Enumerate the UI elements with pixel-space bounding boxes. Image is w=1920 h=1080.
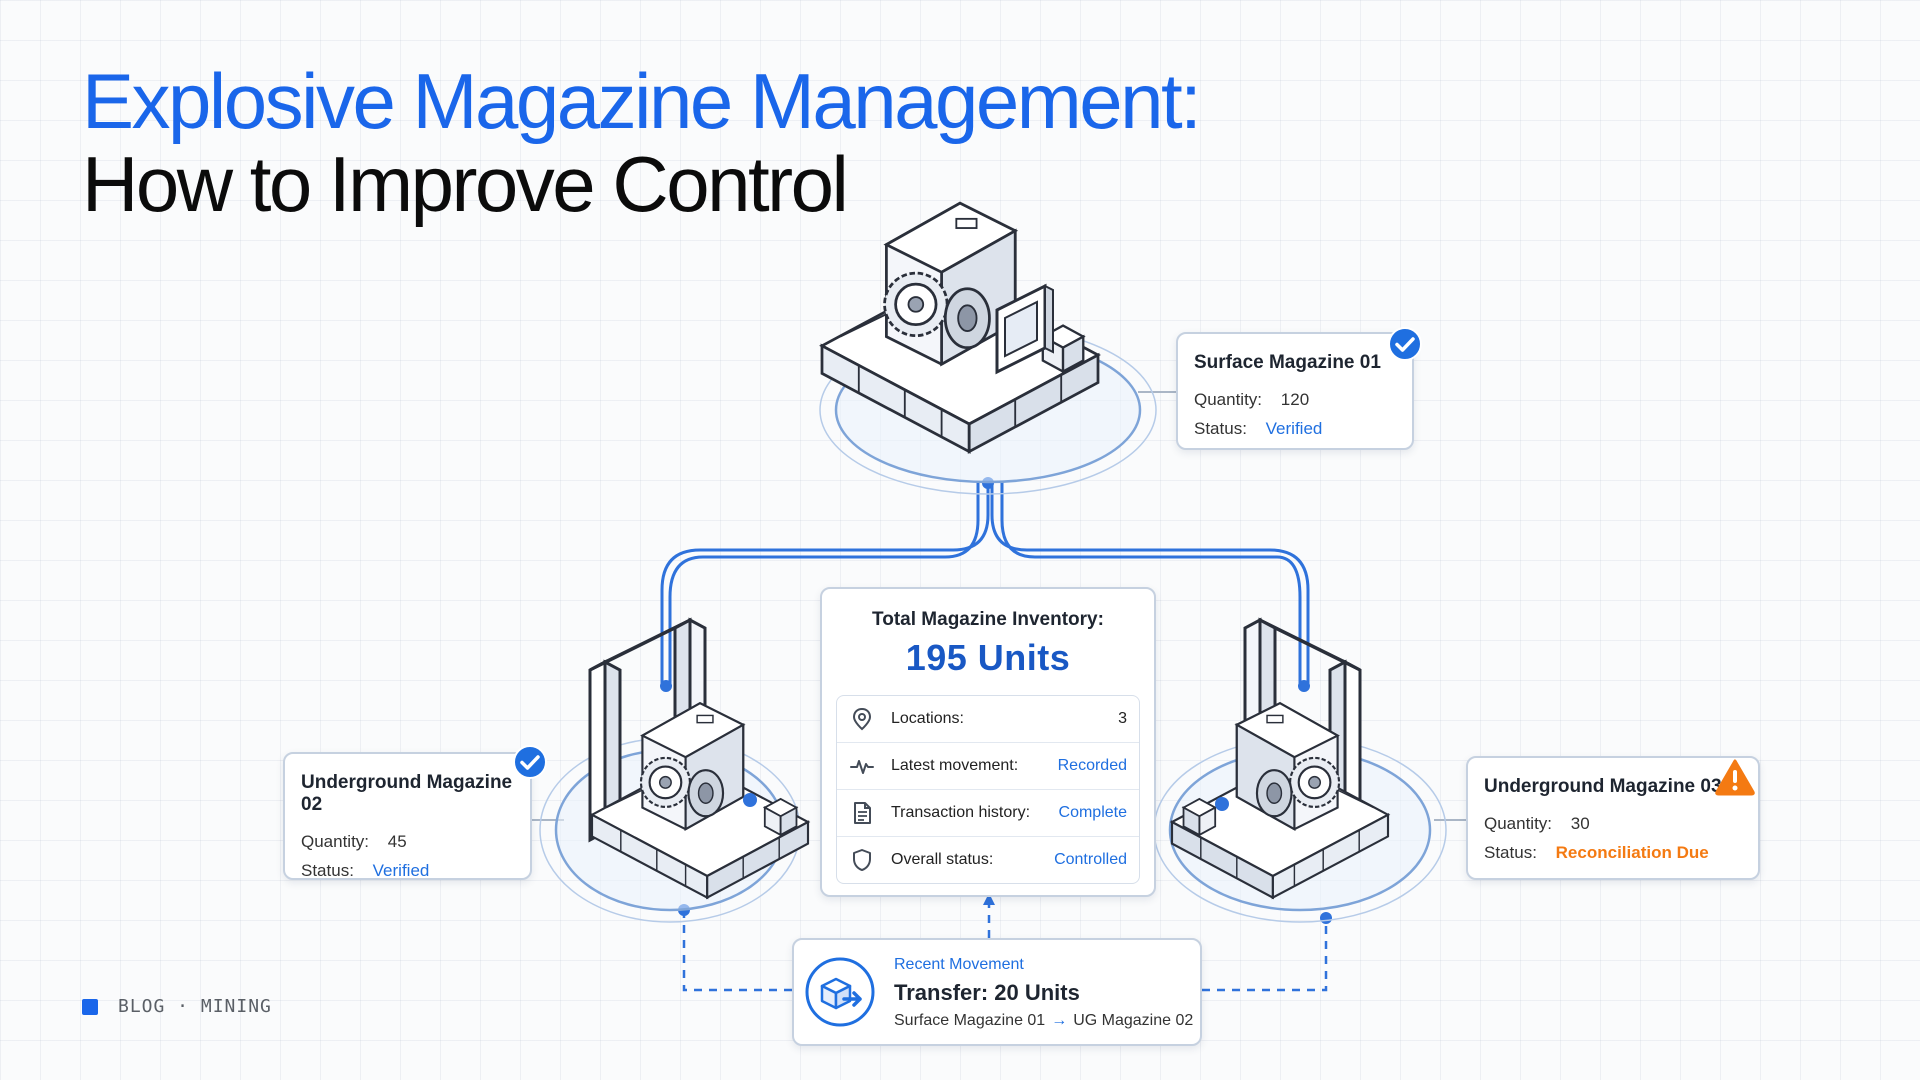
inventory-label: Total Magazine Inventory: xyxy=(872,609,1104,630)
document-icon xyxy=(854,802,871,824)
box-transfer-icon xyxy=(805,957,875,1027)
inventory-item-overall-status: Overall status: Controlled xyxy=(837,837,1139,883)
ug03-magazine-name: Underground Magazine 03 xyxy=(1484,776,1722,797)
footer-text: BLOG · MINING xyxy=(118,996,272,1017)
inventory-item-label: Transaction history: xyxy=(891,804,1031,821)
surface-magazine-card: Surface Magazine 01 Quantity: 120 Status… xyxy=(1176,332,1414,450)
warning-triangle-icon xyxy=(1715,759,1755,796)
movement-tag: Recent Movement xyxy=(894,956,1024,973)
ug02-status-row: Status: Verified xyxy=(301,861,514,881)
pulse-icon xyxy=(850,760,874,774)
ug02-status-value: Verified xyxy=(372,861,430,880)
ug02-quantity-value: 45 xyxy=(387,832,407,851)
inventory-item-label: Latest movement: xyxy=(891,757,1019,774)
recent-movement-card: Recent Movement Transfer: 20 Units Surfa… xyxy=(792,938,1202,1046)
ug03-quantity-value: 30 xyxy=(1570,814,1590,833)
surface-quantity-value: 120 xyxy=(1280,390,1310,409)
surface-quantity-label: Quantity: xyxy=(1194,390,1263,409)
page-title: Explosive Magazine Management: How to Im… xyxy=(82,57,1202,228)
inventory-detail-list: Locations: 3 Latest movement: Recorded T… xyxy=(836,695,1140,884)
ug02-quantity-row: Quantity: 45 xyxy=(301,832,514,852)
location-pin-icon xyxy=(852,707,872,731)
title-line-1: Explosive Magazine Management: xyxy=(82,57,1202,145)
surface-status-row: Status: Verified xyxy=(1194,419,1396,439)
surface-status-value: Verified xyxy=(1265,419,1323,438)
movement-headline: Transfer: 20 Units xyxy=(894,980,1080,1005)
surface-quantity-row: Quantity: 120 xyxy=(1194,390,1396,410)
inventory-item-value: 3 xyxy=(1118,710,1127,727)
inventory-item-label: Overall status: xyxy=(891,851,994,868)
surface-magazine-name: Surface Magazine 01 xyxy=(1194,352,1381,373)
shield-icon xyxy=(853,849,871,871)
inventory-item-label: Locations: xyxy=(891,710,964,727)
ug02-status-label: Status: xyxy=(301,861,354,880)
ug-magazine-03-card: Underground Magazine 03 Quantity: 30 Sta… xyxy=(1466,756,1760,880)
movement-to: UG Magazine 02 xyxy=(1073,1012,1194,1029)
movement-route: Surface Magazine 01 → UG Magazine 02 xyxy=(894,1012,1193,1030)
surface-status-label: Status: xyxy=(1194,419,1247,438)
inventory-item-latest-movement: Latest movement: Recorded xyxy=(837,743,1139,790)
ug03-status-value: Reconciliation Due xyxy=(1555,843,1709,862)
ug02-quantity-label: Quantity: xyxy=(301,832,370,851)
ug02-magazine-name: Underground Magazine 02 xyxy=(301,772,513,815)
ug03-status-label: Status: xyxy=(1484,843,1537,862)
inventory-item-value: Controlled xyxy=(1054,851,1127,868)
inventory-item-value: Recorded xyxy=(1057,757,1127,774)
brand-square-icon xyxy=(82,998,98,1015)
ug03-quantity-row: Quantity: 30 xyxy=(1484,814,1742,834)
ug03-status-row: Status: Reconciliation Due xyxy=(1484,843,1742,863)
ug03-quantity-label: Quantity: xyxy=(1484,814,1553,833)
check-circle-icon xyxy=(513,745,547,779)
check-circle-icon xyxy=(1388,327,1422,361)
movement-from: Surface Magazine 01 xyxy=(894,1012,1046,1029)
inventory-item-transaction-history: Transaction history: Complete xyxy=(837,790,1139,837)
inventory-item-value: Complete xyxy=(1058,804,1127,821)
inventory-item-locations: Locations: 3 xyxy=(837,696,1139,743)
inventory-total: 195 Units xyxy=(905,637,1071,678)
title-line-2: How to Improve Control xyxy=(82,140,849,228)
ug-magazine-02-card: Underground Magazine 02 Quantity: 45 Sta… xyxy=(283,752,532,880)
footer-category: BLOG · MINING xyxy=(82,996,272,1017)
arrow-right-icon: → xyxy=(1051,1012,1068,1029)
inventory-summary-card: Total Magazine Inventory: 195 Units Loca… xyxy=(820,587,1156,897)
